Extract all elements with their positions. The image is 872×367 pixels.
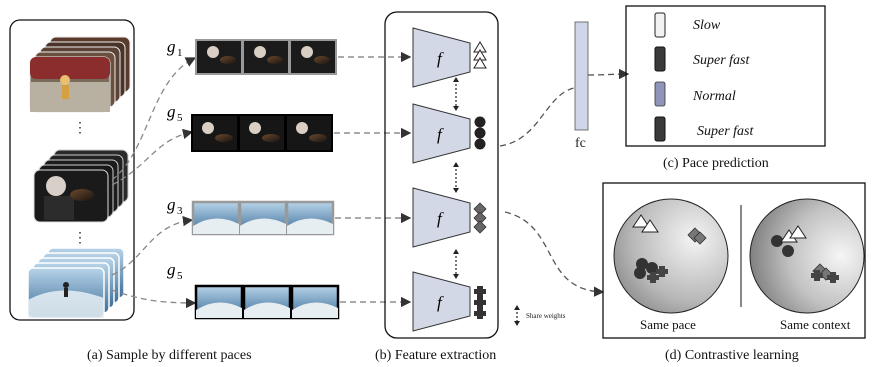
share-weights-text: Share weights (526, 312, 566, 320)
triangle-features (473, 41, 487, 69)
pace-legend-box (625, 5, 826, 147)
svg-text:1: 1 (177, 47, 183, 59)
svg-text:5: 5 (177, 270, 183, 282)
svg-text:g: g (167, 102, 176, 121)
frames-row-4 (194, 284, 340, 320)
frames-row-1 (195, 39, 337, 75)
share-weights-legend: Share weights (514, 305, 566, 326)
legend-super-fast-2: Super fast (697, 124, 755, 139)
ellipsis-top: ⋮ (73, 121, 87, 136)
video-stack-1 (29, 36, 131, 113)
video-stack-2 (33, 149, 129, 223)
cross-features (474, 286, 486, 319)
legend-super-fast-1: Super fast (693, 53, 751, 68)
diamond-features (473, 202, 487, 234)
super-fast-swatch-2 (654, 116, 666, 142)
g-label-4: g 5 (167, 260, 183, 282)
ellipsis-bottom: ⋮ (73, 231, 87, 246)
legend-slow: Slow (693, 18, 721, 33)
encoder-output-arrows (499, 68, 630, 297)
same-pace-sphere (613, 198, 729, 314)
g-label-3: g 3 (167, 195, 183, 217)
super-fast-swatch-1 (654, 46, 666, 72)
g-label-2: g 5 (167, 102, 183, 124)
same-context-label: Same context (780, 317, 851, 332)
svg-text:f: f (437, 293, 444, 312)
fc-label: fc (575, 136, 586, 151)
contrastive-box (602, 182, 866, 339)
svg-text:f: f (437, 125, 444, 144)
same-context-sphere (749, 198, 865, 314)
g-label-1: g 1 (167, 37, 183, 59)
caption-c: (c) Pace prediction (663, 156, 769, 171)
caption-d: (d) Contrastive learning (665, 348, 799, 363)
video-stack-3 (27, 247, 125, 319)
svg-text:f: f (437, 209, 444, 228)
encoder-2: f (412, 103, 471, 164)
encoder-4: f (412, 271, 471, 332)
svg-text:g: g (167, 37, 176, 56)
circle-features (474, 116, 486, 150)
svg-text:5: 5 (177, 112, 183, 124)
share-weight-arrowheads (453, 77, 459, 279)
encoder-3: f (412, 187, 471, 248)
same-pace-label: Same pace (640, 317, 696, 332)
legend-normal: Normal (692, 89, 736, 104)
panel-a-frame (9, 19, 135, 321)
svg-text:3: 3 (177, 205, 183, 217)
fc-layer (574, 21, 589, 131)
caption-b: (b) Feature extraction (375, 348, 496, 363)
frames-row-3 (191, 200, 335, 236)
slow-swatch (654, 12, 666, 38)
encoder-1: f (412, 27, 471, 88)
svg-text:f: f (437, 49, 444, 68)
frames-row-2 (191, 114, 333, 152)
svg-text:g: g (167, 195, 176, 214)
sampling-arrows (111, 57, 197, 309)
frames-to-encoder-arrows (334, 51, 412, 308)
svg-text:g: g (167, 260, 176, 279)
panel-b-frame (384, 11, 499, 339)
normal-swatch (654, 81, 666, 107)
caption-a: (a) Sample by different paces (87, 348, 252, 363)
